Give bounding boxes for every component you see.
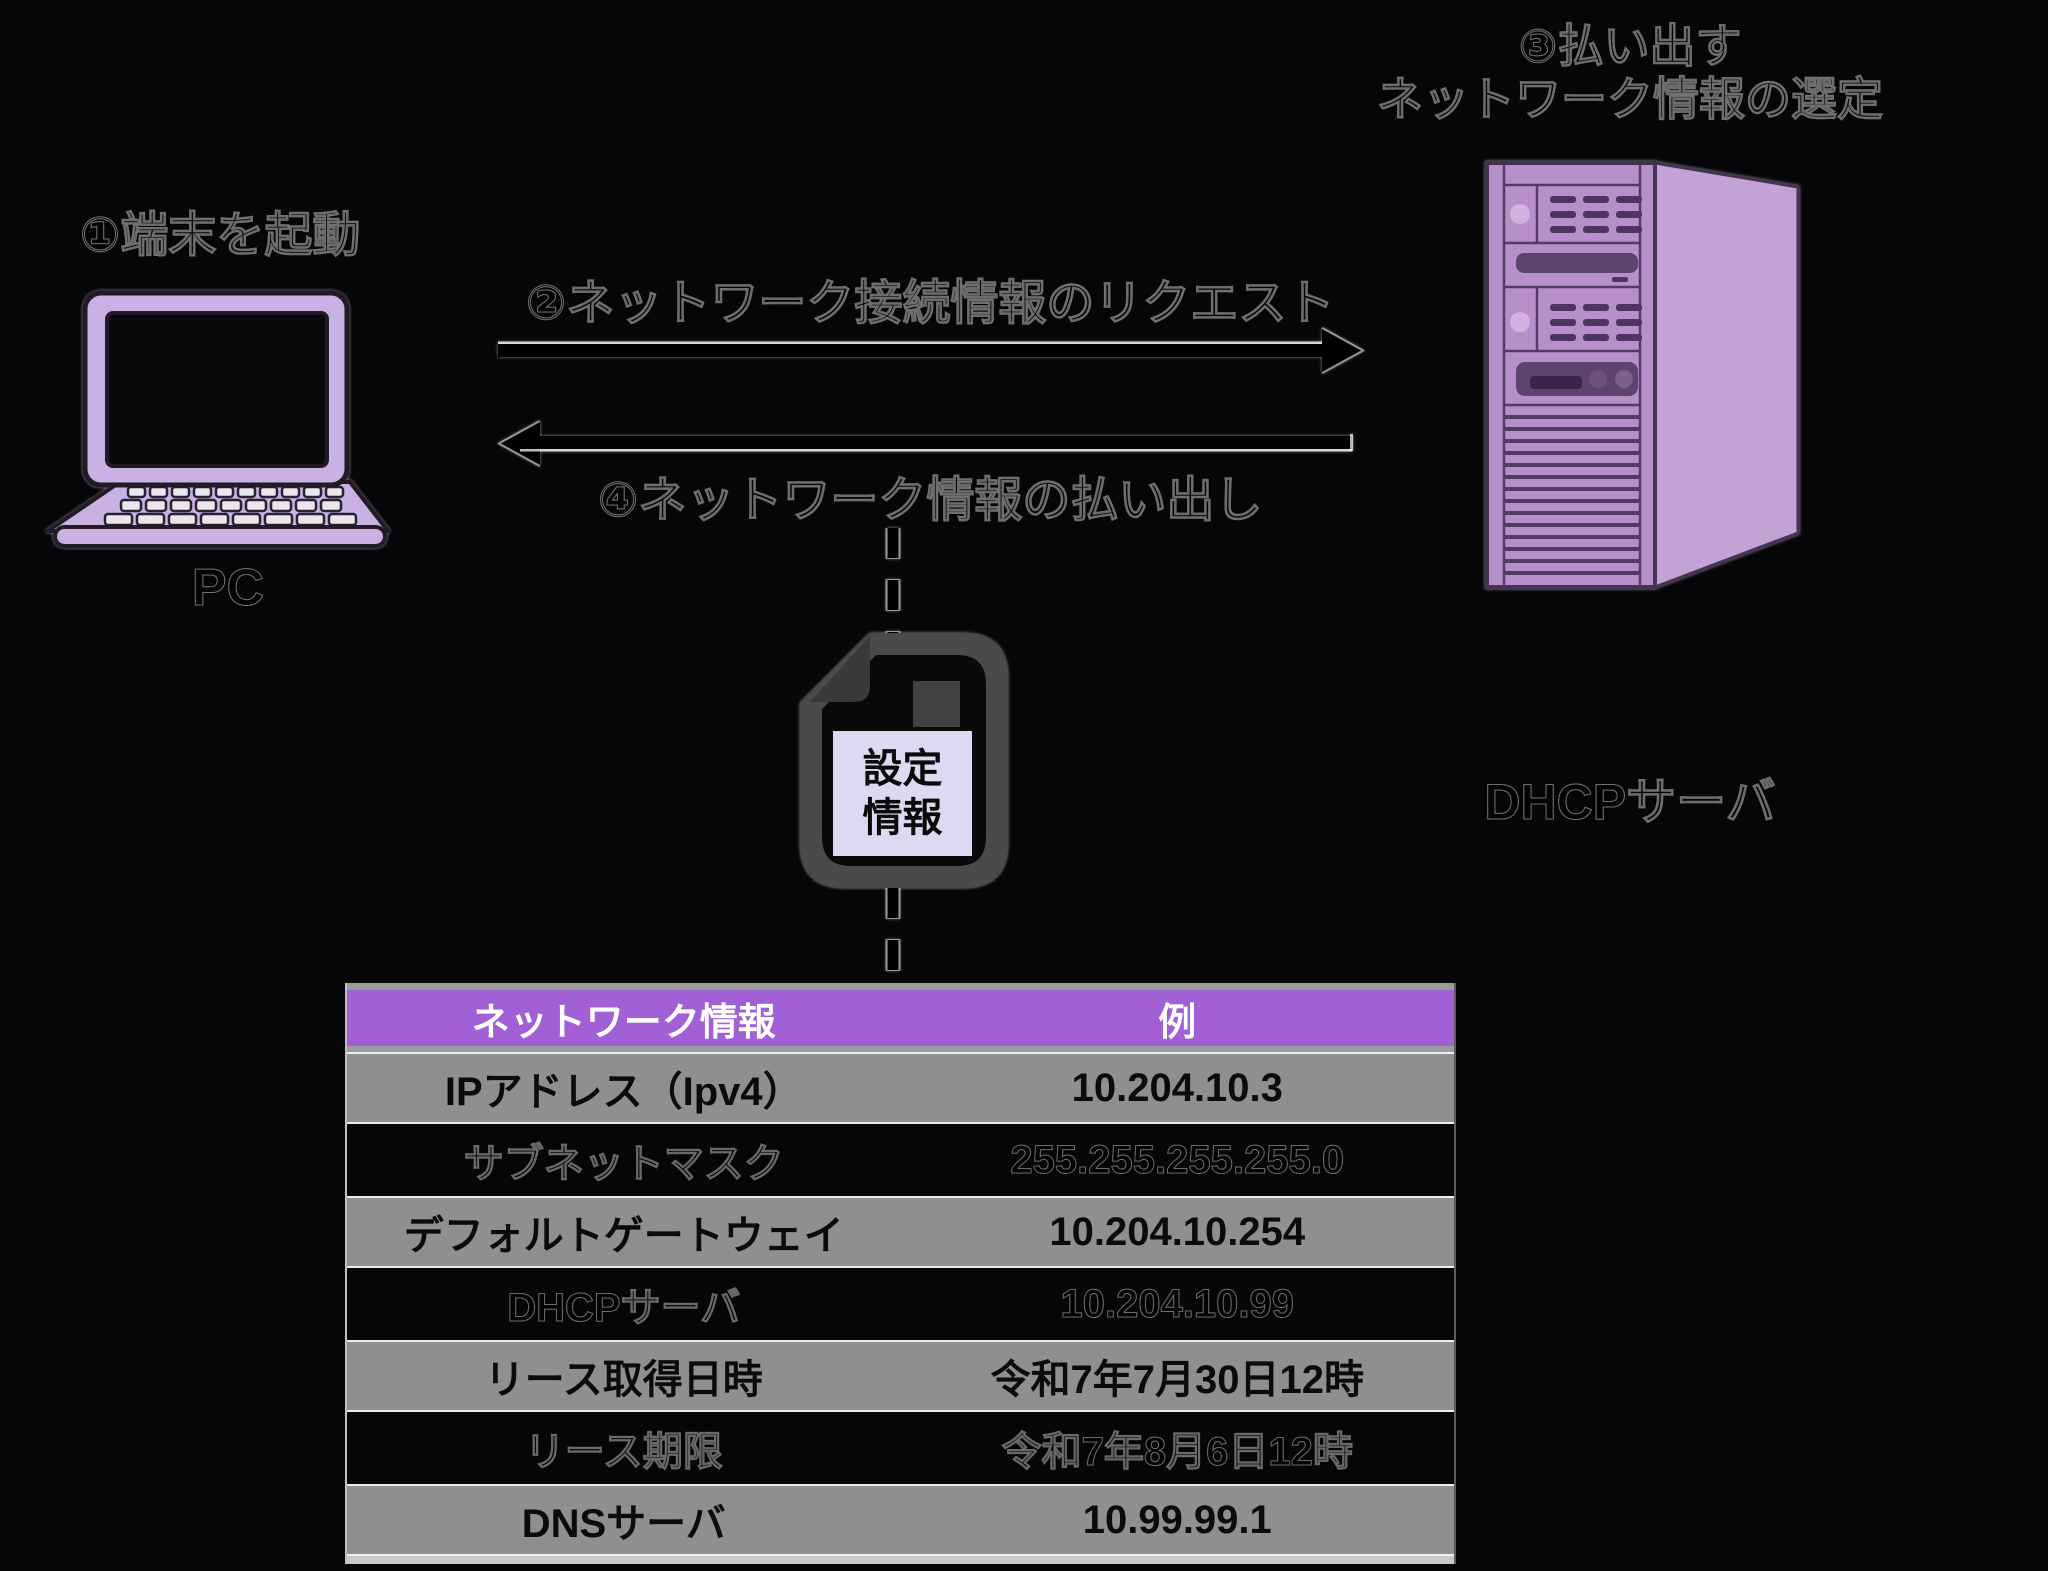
server-vents [1504, 415, 1640, 575]
response-arrow [496, 420, 1353, 467]
table-top-strip [347, 983, 1454, 990]
server-drive-slot-2 [1516, 362, 1638, 396]
row-label: サブネットマスク [463, 1142, 784, 1187]
table-row: DNSサーバ 10.99.99.1 [347, 1484, 1454, 1556]
dhcp-server-illustration [1485, 161, 1800, 589]
config-doc-label-line1: 設定 [862, 746, 943, 791]
laptop-base [53, 525, 387, 548]
step4-label: ④ネットワーク情報の払い出し [597, 474, 1263, 528]
header-example: 例 [1158, 1001, 1197, 1044]
table-row: リース取得日時 令和7年7月30日12時 [347, 1340, 1454, 1412]
server-vent-grid-top [1550, 196, 1642, 233]
row-label: IPアドレス（Ipv4） [444, 1070, 803, 1114]
row-value: 10.204.10.99 [1060, 1281, 1295, 1326]
table-bottom-strip [347, 1556, 1454, 1564]
step2-label: ②ネットワーク接続情報のリクエスト [525, 277, 1335, 331]
pc-label: PC [191, 559, 265, 618]
server-label: DHCPサーバ [1484, 774, 1776, 831]
server-drive-slot-1 [1516, 253, 1638, 282]
table-row: IPアドレス（Ipv4） 10.204.10.3 [347, 1052, 1454, 1124]
pc-illustration [46, 290, 390, 548]
config-label-box [833, 731, 972, 856]
row-value: 10.99.99.1 [1082, 1497, 1272, 1542]
request-arrow [498, 327, 1366, 374]
server-led-mid [1510, 312, 1530, 332]
row-value: 255.255.255.255.0 [1010, 1137, 1345, 1182]
row-value: 令和7年7月30日12時 [990, 1358, 1364, 1402]
row-label: DHCPサーバ [507, 1286, 741, 1331]
table-row: リース期限 令和7年8月6日12時 [347, 1412, 1454, 1484]
header-network-info: ネットワーク情報 [471, 1001, 776, 1044]
row-label: DNSサーバ [521, 1502, 726, 1546]
step1-label: ①端末を起動 [79, 209, 361, 263]
config-doc-label: 設定 情報 [833, 733, 972, 854]
row-label: デフォルトゲートウェイ [403, 1214, 844, 1258]
step3-line2: ネットワーク情報の選定 [1377, 73, 1884, 126]
network-info-table: ネットワーク情報 例 IPアドレス（Ipv4） 10.204.10.3 サブネッ… [345, 983, 1456, 1564]
row-value: 令和7年8月6日12時 [1001, 1430, 1353, 1475]
row-label: リース取得日時 [484, 1358, 763, 1402]
doc-clip-square [913, 681, 960, 727]
row-value: 10.204.10.254 [1049, 1209, 1306, 1254]
config-doc-label-line2: 情報 [862, 795, 943, 840]
table-row: DHCPサーバ 10.204.10.99 [347, 1268, 1454, 1340]
row-value: 10.204.10.3 [1071, 1065, 1283, 1110]
row-label: リース期限 [524, 1430, 723, 1475]
table-row: デフォルトゲートウェイ 10.204.10.254 [347, 1196, 1454, 1268]
table-header: ネットワーク情報 例 [347, 990, 1454, 1052]
server-led-top [1510, 204, 1530, 224]
server-vent-grid-mid [1550, 304, 1642, 341]
table-row: サブネットマスク 255.255.255.255.0 [347, 1124, 1454, 1196]
config-file-icon [800, 633, 1008, 888]
laptop-screen [105, 311, 329, 468]
server-side-panel [1653, 161, 1800, 589]
flow-graphics [496, 327, 1366, 983]
folded-corner [810, 636, 870, 702]
step3-label: ③払い出す ネットワーク情報の選定 [1320, 19, 1940, 127]
step3-line1: ③払い出す [1518, 19, 1742, 72]
